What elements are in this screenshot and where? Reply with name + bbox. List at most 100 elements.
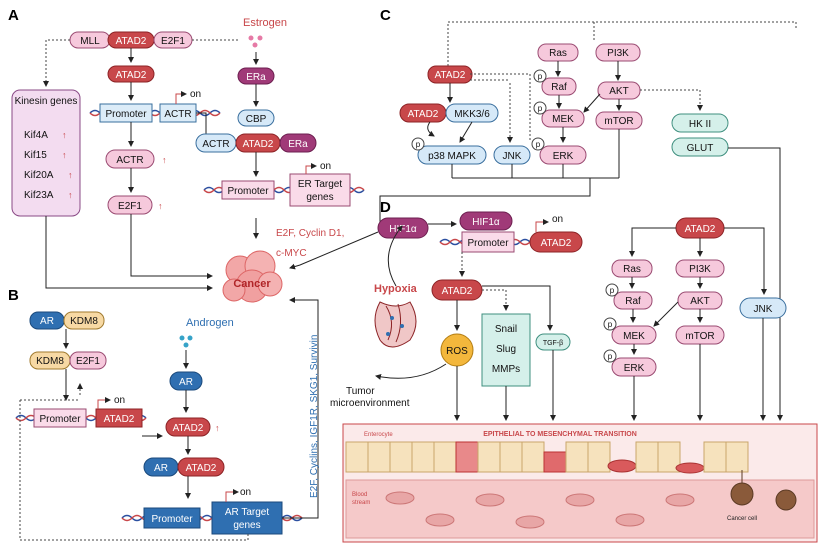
panel-d: HIF1α HIF1α Promoter ATAD2 on Hypoxia AT… [289, 211, 787, 421]
up-arrow-icon: ↑ [62, 130, 67, 140]
era-complex-label: ERa [288, 139, 308, 150]
cbp-node [237, 109, 275, 127]
atad2-label-d: ATAD2 [442, 286, 473, 297]
er-target-genes-box [289, 173, 351, 207]
atad2-label-b: ATAD2 [173, 423, 204, 434]
akt-label-d: AKT [690, 296, 709, 307]
ar-target-label-1: AR Target [225, 507, 270, 518]
atad2-gene-box-d [529, 231, 583, 253]
on-label-2: on [320, 161, 331, 172]
mek-label-d: MEK [623, 331, 645, 342]
raf-label-d: Raf [625, 296, 641, 307]
tumor-label-1: Tumor [346, 386, 375, 397]
up-arrow-icon: ↑ [68, 170, 73, 180]
promoter-label-2: Promoter [227, 186, 269, 197]
estrogen-molecule-icon [257, 35, 263, 41]
phospho-icon [605, 283, 619, 297]
atad2-label-d-2: ATAD2 [685, 224, 716, 235]
phospho-label: p [536, 140, 541, 149]
enterocyte-label: Enterocyte [364, 432, 393, 438]
emt-title: EPITHELIAL TO MESENCHYMAL TRANSITION [483, 431, 637, 438]
e2f1-node-2 [107, 195, 153, 215]
atad2-complex-label-c: ATAD2 [408, 109, 439, 120]
glut-label: GLUT [687, 143, 714, 154]
phospho-icon [533, 69, 547, 83]
kdm8-label-2: KDM8 [36, 356, 64, 367]
mmps-label: MMPs [492, 364, 520, 375]
erk-label-c: ERK [553, 151, 574, 162]
epithelial-cell-layer [345, 441, 749, 474]
androgen-molecule-icon [183, 342, 189, 348]
androgen-molecule-icon [179, 335, 185, 341]
androgen-label: Androgen [186, 317, 234, 329]
phospho-label: p [608, 320, 613, 329]
promoter-box [99, 103, 153, 123]
atad2-label-c: ATAD2 [435, 70, 466, 81]
on-label-b-2: on [240, 487, 251, 498]
emt-factors-box [481, 313, 531, 387]
hypoxia-label: Hypoxia [374, 283, 418, 295]
kif23a-label: Kif23A [24, 190, 54, 201]
panel-a: MLL ATAD2 E2F1 Estrogen ERa Kinesin gene… [11, 17, 365, 303]
pi3k-label-c: PI3K [607, 48, 629, 59]
kdm8-node [63, 311, 105, 330]
panel-label-b: B [8, 287, 19, 304]
kdm8-label: KDM8 [70, 316, 98, 327]
ar-label-3: AR [154, 463, 168, 474]
er-target-label-1: ER Target [298, 179, 343, 190]
up-arrow-icon: ↑ [215, 423, 220, 433]
raf-label-c: Raf [551, 82, 567, 93]
emt-illustration: EPITHELIAL TO MESENCHYMAL TRANSITION Ent… [342, 423, 818, 543]
cancer-cell-cluster-icon [222, 250, 283, 303]
promoter-label-d: Promoter [467, 238, 509, 249]
mkk-label: MKK3/6 [454, 109, 490, 120]
er-target-label-2: genes [306, 192, 333, 203]
kif20a-label: Kif20A [24, 170, 54, 181]
phospho-label: p [538, 72, 543, 81]
mll-label: MLL [80, 36, 100, 47]
estrogen-molecule-icon [252, 42, 258, 48]
tgfb-label: TGF-β [543, 340, 563, 347]
blood-vessel-illustration [374, 301, 417, 348]
pi3k-label-d: PI3K [689, 264, 711, 275]
atad2-gene-box-b [95, 408, 143, 428]
phospho-label: p [538, 104, 543, 113]
promoter-box-2 [221, 180, 275, 200]
hif1-node-2 [459, 211, 513, 231]
snail-label: Snail [495, 324, 517, 335]
promoter-box-b [33, 408, 87, 428]
hif1-label-2: HIF1α [472, 217, 500, 228]
cbp-label: CBP [246, 114, 267, 125]
promoter-label-b-2: Promoter [151, 514, 193, 525]
atad2-gene-label-d: ATAD2 [541, 238, 572, 249]
phospho-label: p [608, 352, 613, 361]
hif1-node [377, 217, 429, 239]
blood-label-1: Blood [352, 492, 367, 498]
atad2-label-b-2: ATAD2 [186, 463, 217, 474]
phospho-icon [533, 101, 547, 115]
panel-label-c: C [380, 7, 391, 24]
promoter-label: Promoter [105, 109, 147, 120]
era-label: ERa [246, 72, 266, 83]
cancer-cell-label: Cancer cell [727, 516, 757, 522]
downstream-targets-line-1: E2F, Cyclin D1, [276, 228, 344, 239]
panel-c: Ras PI3K ATAD2 Raf p AKT ATAD2 MKK3/6 ME… [379, 21, 797, 421]
phospho-icon [531, 137, 545, 151]
blood-label-2: stream [352, 500, 370, 506]
atad2-label-2: ATAD2 [116, 70, 147, 81]
panel-label-d: D [380, 199, 391, 216]
phospho-icon [603, 349, 617, 363]
tumor-label-2: microenvironment [330, 398, 410, 409]
hif1-label: HIF1α [389, 224, 417, 235]
ras-label-c: Ras [549, 48, 567, 59]
akt-label-c: AKT [609, 86, 628, 97]
era-complex-node [279, 133, 317, 153]
glut-node [671, 137, 729, 157]
cancer-cell-icon [730, 470, 797, 511]
up-arrow-icon: ↑ [158, 201, 163, 211]
atad2-gene-label-b: ATAD2 [104, 414, 135, 425]
ar-target-genes-list: E2F, Cyclins, IGF1R, SKG1, Survivin [309, 335, 320, 498]
jnk-label-d: JNK [754, 304, 773, 315]
panel-label-a: A [8, 7, 19, 24]
